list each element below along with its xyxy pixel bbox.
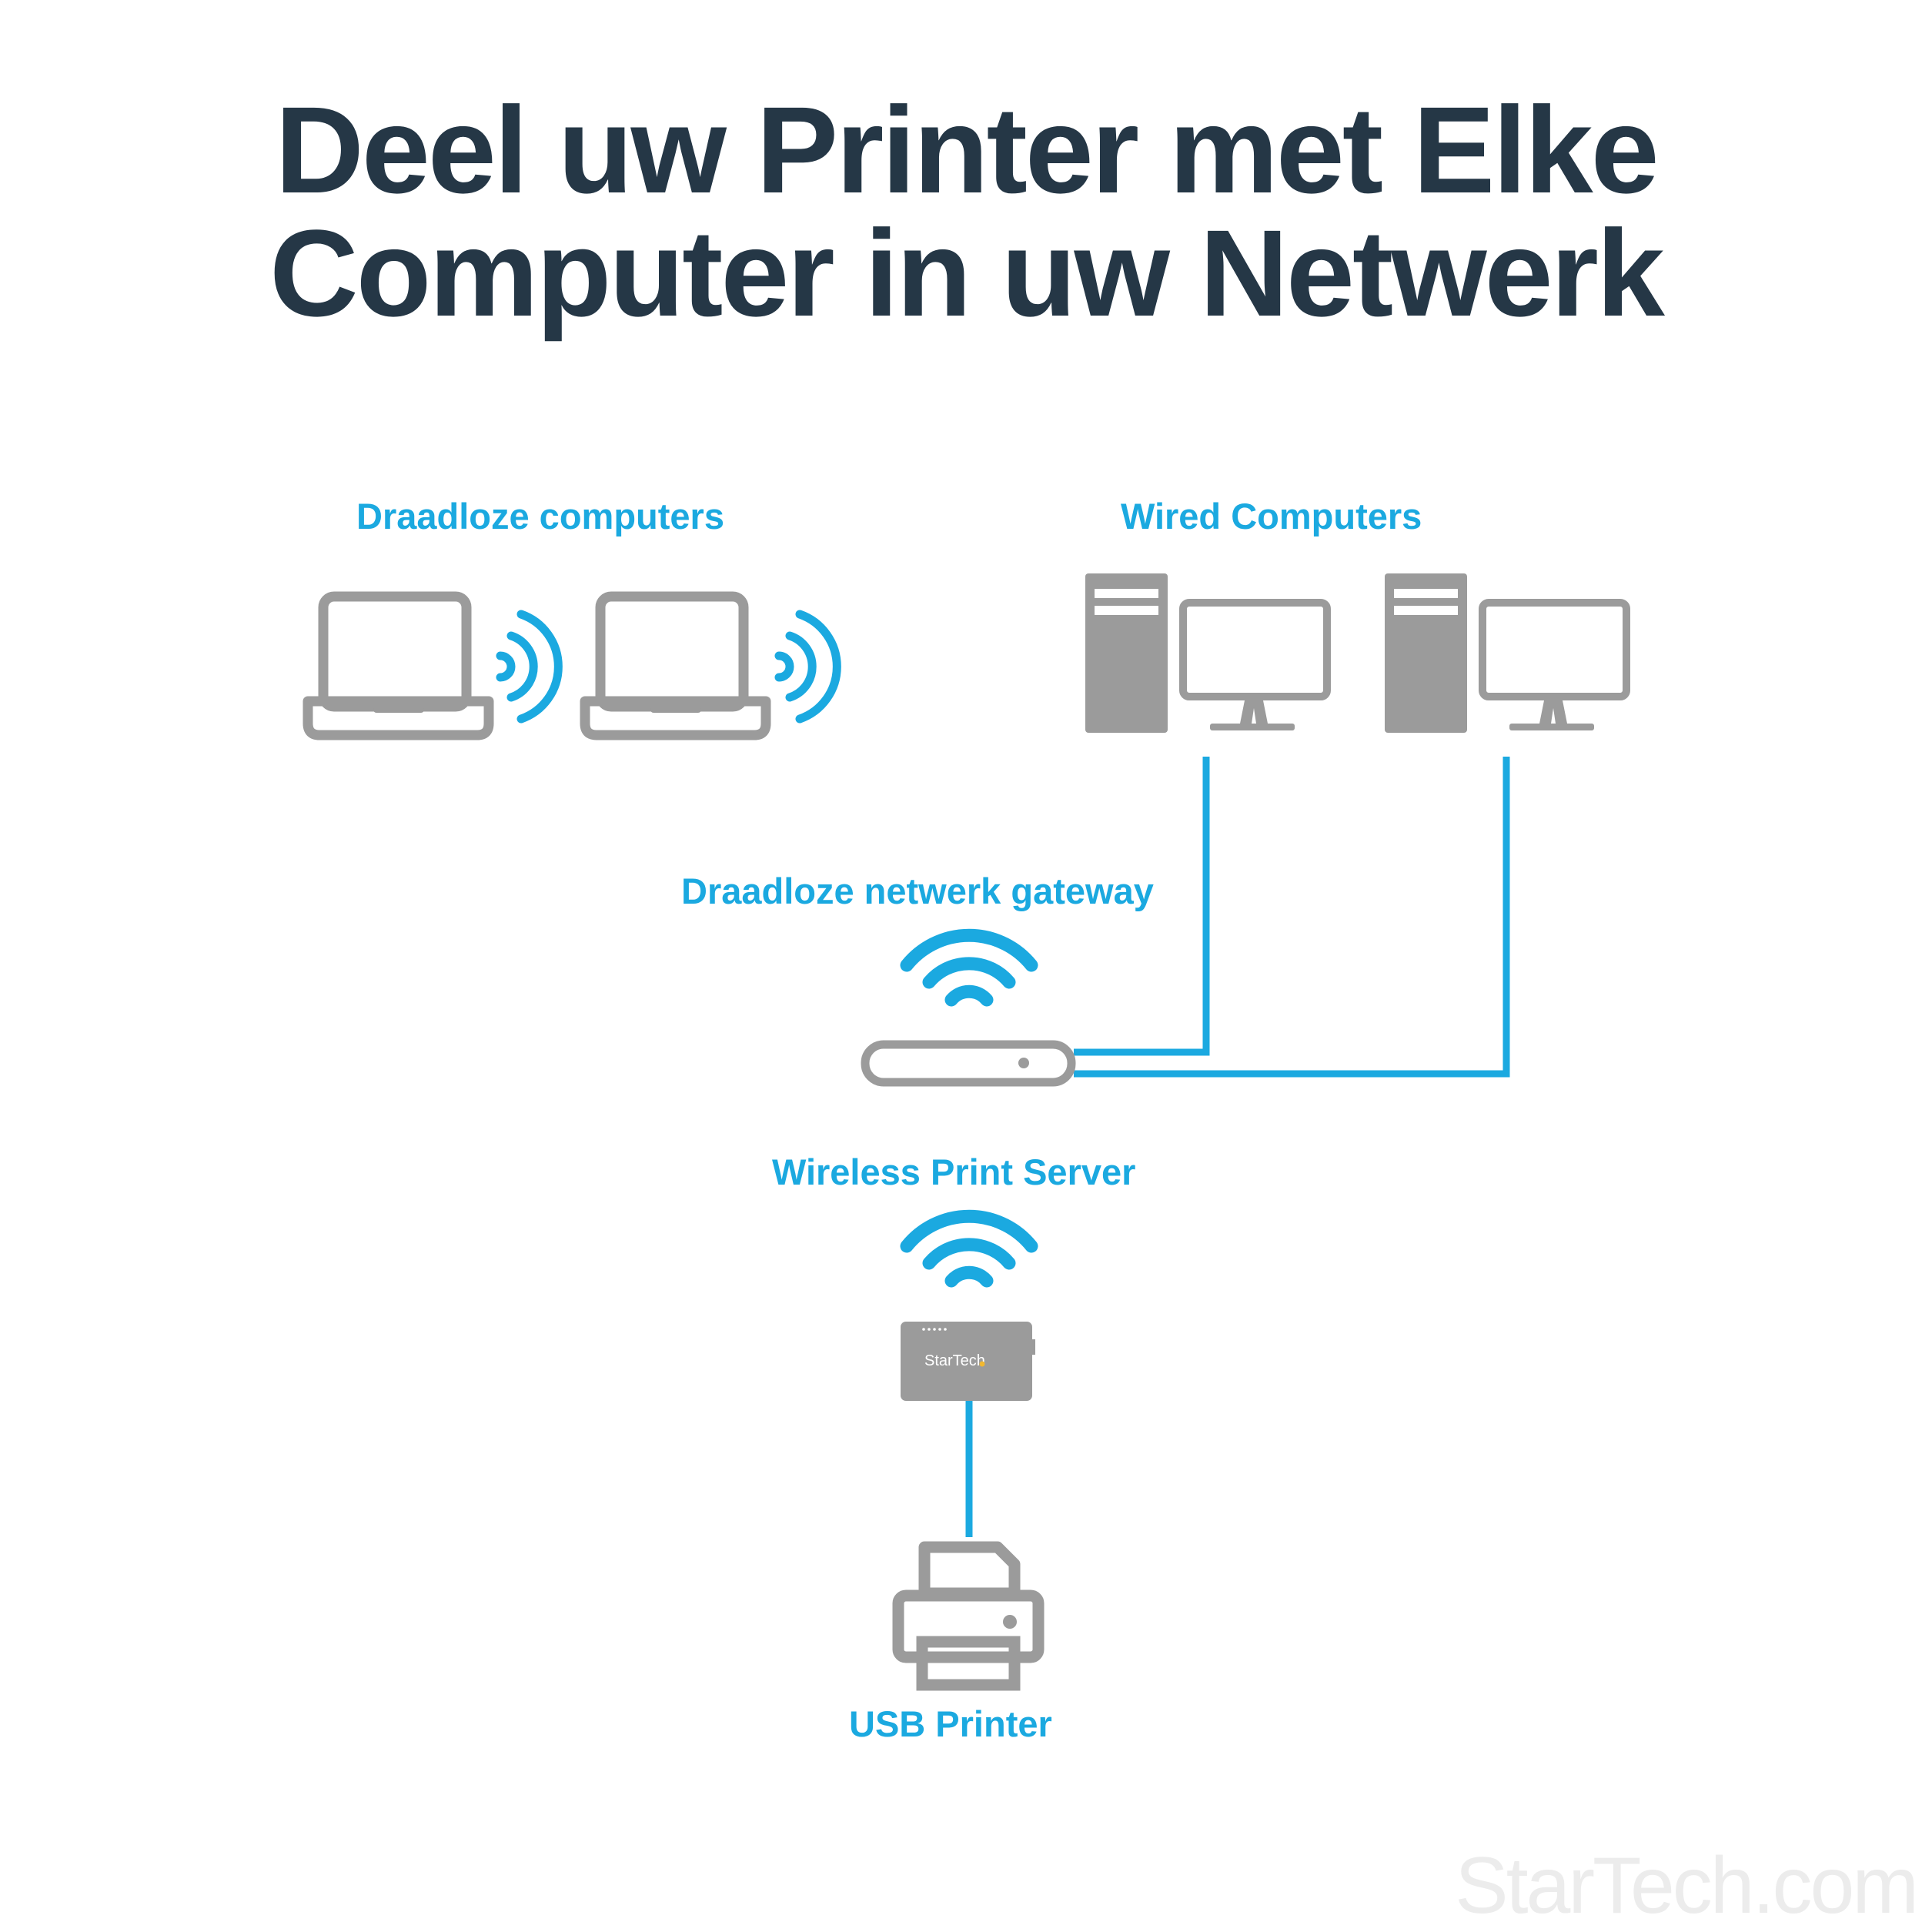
wifi-icon bbox=[900, 1209, 1038, 1288]
wireless-computers-label: Draadloze computers bbox=[356, 496, 724, 536]
page-title-line-1: Deel uw Printer met Elke bbox=[275, 81, 1659, 219]
startech-watermark: StarTech.com bbox=[1455, 1841, 1919, 1930]
laptop-icon bbox=[580, 591, 771, 740]
wired-computers-label: Wired Computers bbox=[1121, 496, 1422, 536]
router-icon bbox=[861, 1040, 1076, 1087]
print-server-label: Wireless Print Server bbox=[772, 1152, 1136, 1192]
printer-label: USB Printer bbox=[849, 1703, 1052, 1744]
printer-icon bbox=[892, 1541, 1045, 1691]
network-cables bbox=[965, 757, 1510, 1537]
wifi-icon bbox=[900, 928, 1038, 1007]
desktop-computer bbox=[1385, 573, 1630, 733]
laptop-icon bbox=[303, 591, 494, 740]
gateway-label: Draadloze netwerk gateway bbox=[681, 871, 1154, 911]
desktop-computer bbox=[1085, 573, 1331, 733]
desktop-tower-icon bbox=[1085, 573, 1168, 733]
page-title-line-2: Computer in uw Netwerk bbox=[269, 204, 1665, 342]
wifi-signal-icon bbox=[496, 610, 563, 724]
cable-desktop-1-to-router bbox=[1074, 757, 1210, 1056]
print-server-icon: StarTech bbox=[901, 1322, 1035, 1401]
cable-desktop-2-to-router bbox=[1074, 757, 1510, 1078]
monitor-icon bbox=[1179, 599, 1331, 730]
desktop-tower-icon bbox=[1385, 573, 1467, 733]
monitor-icon bbox=[1479, 599, 1630, 730]
wifi-signal-icon bbox=[774, 610, 841, 724]
print-server-brand: StarTech bbox=[924, 1352, 985, 1369]
